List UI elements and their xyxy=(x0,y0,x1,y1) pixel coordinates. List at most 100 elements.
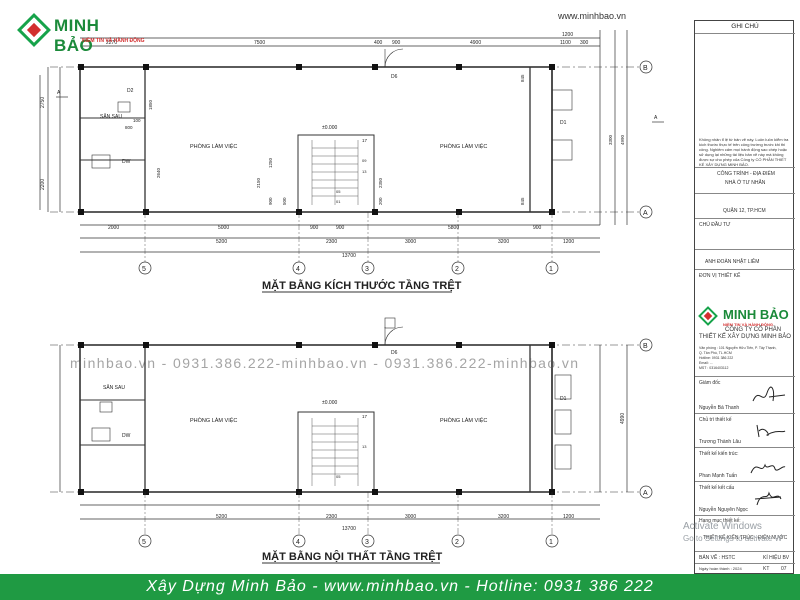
stair-mark: 13 xyxy=(362,444,367,449)
axis-label: 1 xyxy=(549,539,553,546)
designer-label: ĐƠN VỊ THIẾT KẾ xyxy=(699,273,741,279)
section-mark: A xyxy=(57,90,61,96)
dim-text: 2640 xyxy=(156,167,161,178)
watermark: minhbao.vn - 0931.386.222-minhbao.vn - 0… xyxy=(70,355,580,371)
signature-lead xyxy=(756,424,786,438)
site-url: www.minhbao.vn xyxy=(558,11,627,21)
logo-diamond-icon xyxy=(698,306,718,326)
signature-arch xyxy=(750,463,786,474)
door-tag: D2 xyxy=(127,88,134,94)
notes-text: Không nhân tỉ lệ từ bản vẽ này. Luôn luô… xyxy=(699,137,789,167)
dim-text: 2300 xyxy=(326,514,337,520)
plan1-title: MẶT BẰNG KÍCH THƯỚC TẦNG TRỆT xyxy=(262,279,462,292)
date-label: Ngày hoàn thành : 2024 xyxy=(699,566,742,571)
dim-text: 1850 xyxy=(148,99,153,110)
dim-text: 2300 xyxy=(326,239,337,245)
door-tag: DW xyxy=(122,159,131,165)
brand-name: MINH BẢO xyxy=(54,16,100,55)
dim-text: 300 xyxy=(580,40,589,46)
door-tag: D6 xyxy=(391,350,398,356)
signature-director xyxy=(752,386,786,402)
stair-number: 17 xyxy=(362,138,368,143)
dim-text: 1200 xyxy=(563,239,574,245)
dim-text: 845 xyxy=(520,74,525,82)
dim-text: 5200 xyxy=(216,514,227,520)
footer-bar: Xây Dựng Minh Bảo - www.minhbao.vn - Hot… xyxy=(0,574,800,600)
axis-label: 3 xyxy=(365,539,369,546)
axis-label: 4 xyxy=(296,539,300,546)
dim-text: 1250 xyxy=(268,157,273,168)
plan2-geometry xyxy=(50,317,653,564)
dim-text: 4900 xyxy=(470,40,481,46)
dim-text: 2750 xyxy=(40,97,46,108)
dim-text: 3000 xyxy=(405,514,416,520)
door-tag: D1 xyxy=(560,396,567,402)
room-label: PHÒNG LÀM VIỆC xyxy=(440,142,487,150)
dim-text: 500 xyxy=(282,197,287,205)
director-label: Giám đốc xyxy=(699,380,721,386)
activate-line1: Activate Windows xyxy=(683,521,762,532)
dim-text: 2350 xyxy=(378,177,383,188)
category-label: Hạng mục thiết kế: xyxy=(699,518,741,524)
axis-label: 4 xyxy=(296,266,300,273)
title-block-logo: MINH BẢO NIỀM TIN VÀ HÀNH ĐỘNG xyxy=(698,306,789,329)
company-line1: CÔNG TY CỔ PHẦN xyxy=(725,327,782,333)
axis-label: 1 xyxy=(549,266,553,273)
dim-text: 4990 xyxy=(620,134,625,145)
dim-text: 4990 xyxy=(620,413,626,424)
axis-label: 2 xyxy=(455,539,459,546)
dim-text: 5800 xyxy=(448,225,459,231)
code2: 07 xyxy=(781,566,787,572)
footer-text: Xây Dựng Minh Bảo - www.minhbao.vn - Hot… xyxy=(146,578,654,595)
dim-text: 900 xyxy=(392,40,401,46)
dim-text: 13700 xyxy=(342,526,356,532)
dim-text: 2200 xyxy=(40,179,46,190)
room-label: PHÒNG LÀM VIỆC xyxy=(190,142,237,150)
title-block: GHI CHÚ Không nhân tỉ lệ từ bản vẽ này. … xyxy=(694,20,795,574)
plan2-title: MẶT BẰNG NỘI THẤT TẦNG TRỆT xyxy=(262,550,443,563)
brand-slogan: NIỀM TIN VÀ HÀNH ĐỘNG xyxy=(82,38,145,44)
code1: KT xyxy=(763,566,770,572)
room-label: SÂN SAU xyxy=(103,384,125,391)
arch-label: Thiết kế kiến trúc: xyxy=(699,451,739,457)
dim-text: 3200 xyxy=(498,514,509,520)
dim-text: 800 xyxy=(125,125,133,130)
stair-mark: 09 xyxy=(362,158,367,163)
project-name: NHÀ Ở TƯ NHÂN xyxy=(725,180,766,186)
room-label: PHÒNG LÀM VIỆC xyxy=(440,416,487,424)
director-name: Nguyễn Bá Thanh xyxy=(699,405,740,411)
investor-label: CHỦ ĐẦU TƯ xyxy=(699,222,731,228)
section-mark: A xyxy=(654,115,658,121)
activate-line2: Go to Settings to activate W xyxy=(683,534,783,543)
project-label: CÔNG TRÌNH - ĐỊA ĐIỂM xyxy=(717,171,775,177)
dim-text: 1200 xyxy=(562,32,573,38)
lead-label: Chủ trì thiết kế xyxy=(699,417,732,423)
dim-text: 900 xyxy=(336,225,345,231)
logo-diamond-icon xyxy=(17,13,51,47)
struct-name: Nguyễn Nguyên Ngọc xyxy=(699,507,748,513)
lead-name: Trương Thành Lâu xyxy=(699,439,741,445)
arch-name: Phan Mạnh Tuấn xyxy=(699,473,738,479)
door-tag: D6 xyxy=(391,74,398,80)
plan1-geometry xyxy=(39,30,664,293)
level-mark: ±0.000 xyxy=(322,400,337,406)
brand-logo: MINH BẢO NIỀM TIN VÀ HÀNH ĐỘNG xyxy=(17,13,145,55)
dim-text: 13700 xyxy=(342,253,356,259)
axis-label: 5 xyxy=(142,539,146,546)
axis-label: A xyxy=(643,490,648,497)
sheet-label: BẢN VẼ : HSTC xyxy=(699,555,736,561)
stair-mark: 01 xyxy=(336,199,341,204)
dim-text: 5200 xyxy=(216,239,227,245)
dim-text: 1200 xyxy=(563,514,574,520)
company-info: Email: ... xyxy=(699,361,713,365)
room-label: SÂN SAU xyxy=(100,113,122,120)
dim-text: 900 xyxy=(268,197,273,205)
brand-slogan: NIỀM TIN VÀ HÀNH ĐỘNG xyxy=(723,322,773,327)
axis-label: 3 xyxy=(365,266,369,273)
brand-name: MINH BẢO xyxy=(723,307,789,322)
dim-text: 3200 xyxy=(498,239,509,245)
dim-text: 2000 xyxy=(108,225,119,231)
stair-number: 17 xyxy=(362,414,368,419)
company-info: MST : 0316403112 xyxy=(699,366,729,370)
